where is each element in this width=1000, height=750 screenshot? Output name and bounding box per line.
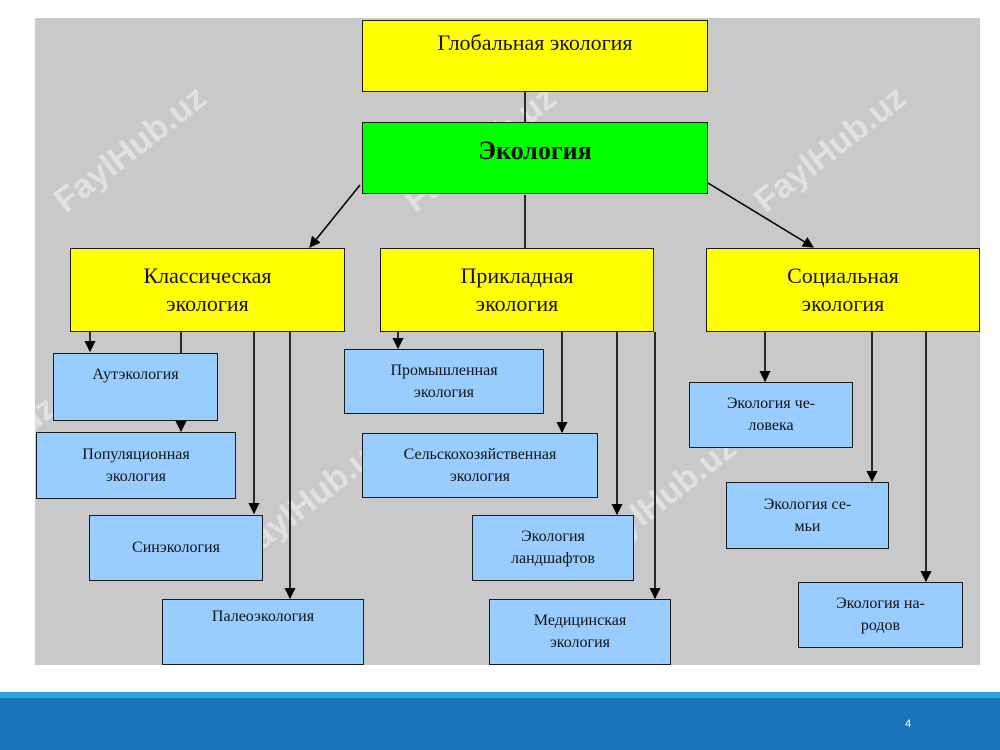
arrow-root-to-social: [707, 182, 814, 248]
box-classic-ecology: Классическая экология: [70, 248, 345, 332]
box-industrial-ecology: Промышленная экология: [344, 349, 544, 414]
box-agricultural-ecology: Сельскохозяйственная экология: [362, 433, 598, 498]
box-human-ecology: Экология че- ловека: [689, 382, 853, 448]
page-number: 4: [904, 718, 912, 730]
box-family-ecology: Экология се- мьи: [726, 482, 889, 549]
box-peoples-ecology: Экология на- родов: [798, 582, 963, 648]
box-synecology: Синэкология: [89, 515, 263, 581]
box-social-ecology: Социальная экология: [706, 248, 980, 332]
box-autecology: Аутэкология: [53, 353, 218, 421]
footer-bar: [0, 698, 1000, 750]
box-ecology: Экология: [362, 122, 708, 194]
footer-accent-bar: [0, 692, 1000, 698]
box-applied-ecology: Прикладная экология: [380, 248, 654, 332]
arrow-root-to-classic: [309, 184, 361, 248]
box-global-ecology: Глобальная экология: [362, 20, 708, 92]
box-landscape-ecology: Экология ландшафтов: [472, 515, 634, 581]
box-medical-ecology: Медицинская экология: [489, 599, 671, 665]
box-population-ecology: Популяционная экология: [36, 432, 236, 499]
box-paleoecology: Палеоэкология: [162, 599, 364, 665]
